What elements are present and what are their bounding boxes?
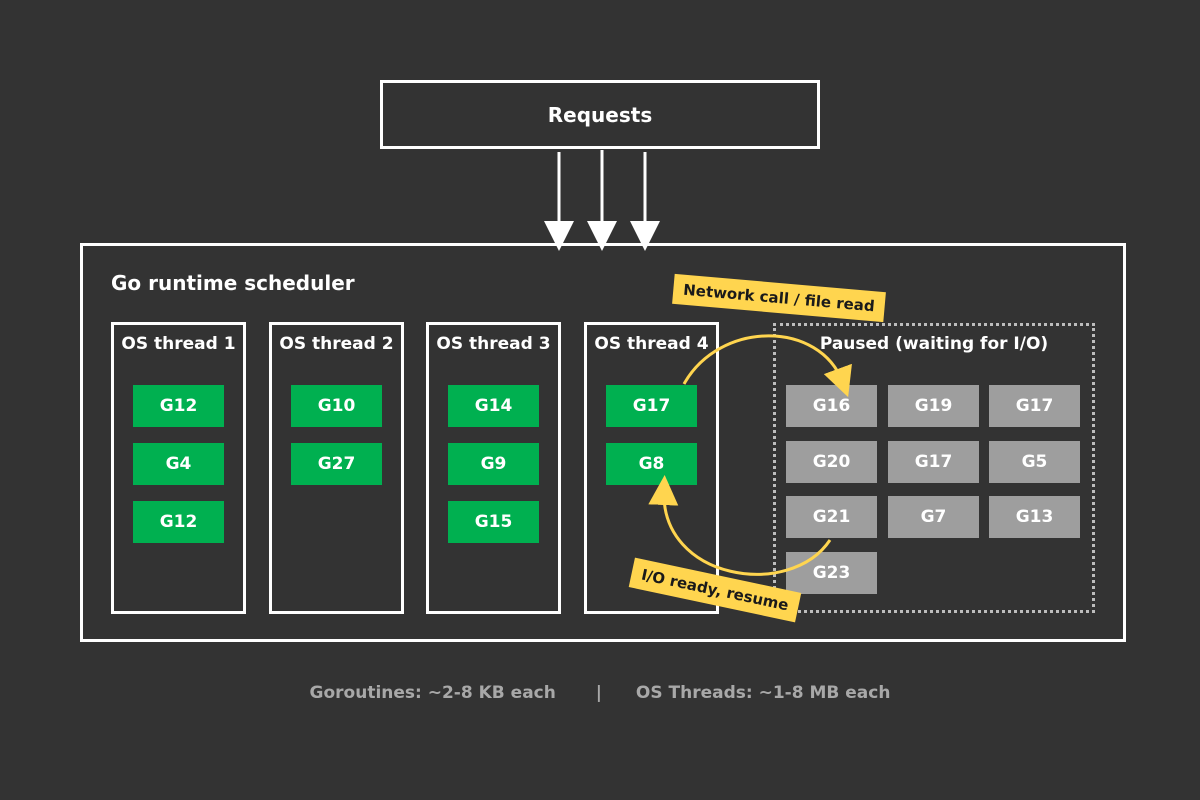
os-thread-2-label: OS thread 2	[279, 334, 394, 354]
os-thread-3-label: OS thread 3	[436, 334, 551, 354]
requests-label: Requests	[547, 102, 653, 127]
goroutine-g8: G8	[606, 443, 697, 485]
pause-arrow	[682, 334, 852, 398]
goroutine-g10: G10	[291, 385, 382, 427]
os-thread-1-box	[111, 322, 246, 614]
paused-goroutine-g23: G23	[786, 551, 877, 594]
resume-arrow	[648, 475, 832, 576]
goroutine-g27: G27	[291, 443, 382, 485]
paused-label: Paused (waiting for I/O)	[819, 334, 1049, 354]
footer-goroutines: Goroutines: ~2-8 KB each	[309, 683, 556, 703]
os-thread-4-label: OS thread 4	[594, 334, 709, 354]
goroutine-g12: G12	[133, 501, 224, 543]
paused-goroutine-g17: G17	[989, 385, 1080, 427]
goroutine-g4: G4	[133, 443, 224, 485]
footer-threads: OS Threads: ~1-8 MB each	[635, 683, 891, 703]
paused-goroutine-g17: G17	[888, 440, 979, 483]
paused-goroutine-g5: G5	[989, 440, 1080, 483]
os-thread-3-box	[426, 322, 561, 614]
paused-goroutine-g13: G13	[989, 496, 1080, 538]
os-thread-2-box	[269, 322, 404, 614]
paused-box	[773, 323, 1095, 613]
goroutine-g9: G9	[448, 443, 539, 485]
goroutine-g14: G14	[448, 385, 539, 427]
goroutine-g12: G12	[133, 385, 224, 427]
paused-goroutine-g21: G21	[786, 496, 877, 538]
paused-goroutine-g19: G19	[888, 385, 979, 427]
footer-separator: |	[595, 683, 602, 703]
scheduler-box	[80, 243, 1126, 642]
footer: Goroutines: ~2-8 KB each | OS Threads: ~…	[0, 683, 1200, 703]
scheduler-title: Go runtime scheduler	[111, 271, 355, 295]
goroutine-g17: G17	[606, 385, 697, 427]
os-thread-1-label: OS thread 1	[121, 334, 236, 354]
goroutine-g15: G15	[448, 501, 539, 543]
os-thread-4-box	[584, 322, 719, 614]
paused-goroutine-g20: G20	[786, 440, 877, 483]
paused-goroutine-g7: G7	[888, 496, 979, 538]
requests-box: Requests	[380, 80, 820, 149]
